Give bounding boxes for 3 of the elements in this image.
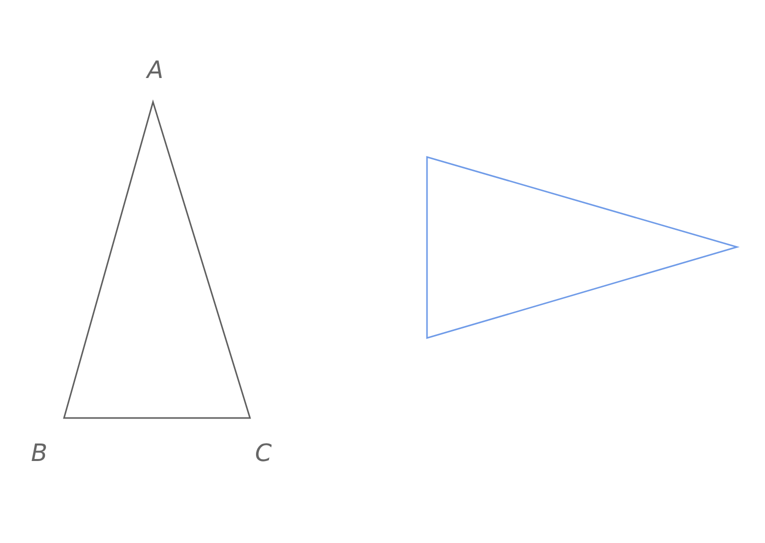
vertex-label: C bbox=[255, 441, 272, 465]
vertex-label: B bbox=[31, 441, 48, 465]
vertex-label: A bbox=[147, 58, 164, 82]
